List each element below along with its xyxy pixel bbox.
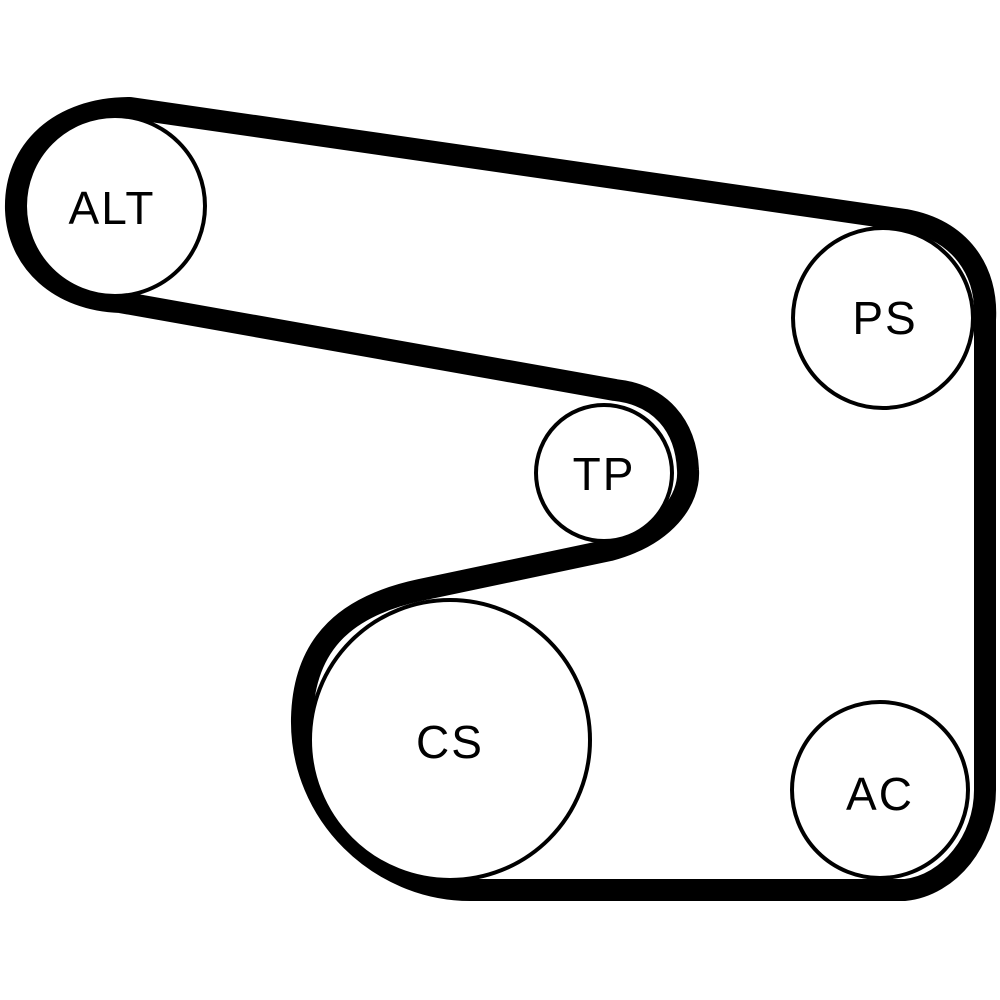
pulley-tp-circle <box>534 403 674 543</box>
pulley-alt: ALT <box>23 114 207 298</box>
pulley-ps-label: PS <box>852 292 917 344</box>
pulley-alt-label: ALT <box>69 182 156 234</box>
pulley-cs: CS <box>308 598 592 882</box>
pulley-alt-circle <box>23 114 207 298</box>
pulley-tp-label: TP <box>573 448 636 500</box>
pulley-tp: TP <box>534 403 674 543</box>
pulley-cs-circle <box>308 598 592 882</box>
serpentine-belt <box>4 97 997 901</box>
pulley-ps: PS <box>791 226 975 410</box>
pulley-ac-circle <box>790 700 970 880</box>
pulley-ps-circle <box>791 226 975 410</box>
pulley-cs-label: CS <box>416 716 484 768</box>
pulley-ac: AC <box>790 700 970 880</box>
pulley-ac-label: AC <box>846 768 914 820</box>
